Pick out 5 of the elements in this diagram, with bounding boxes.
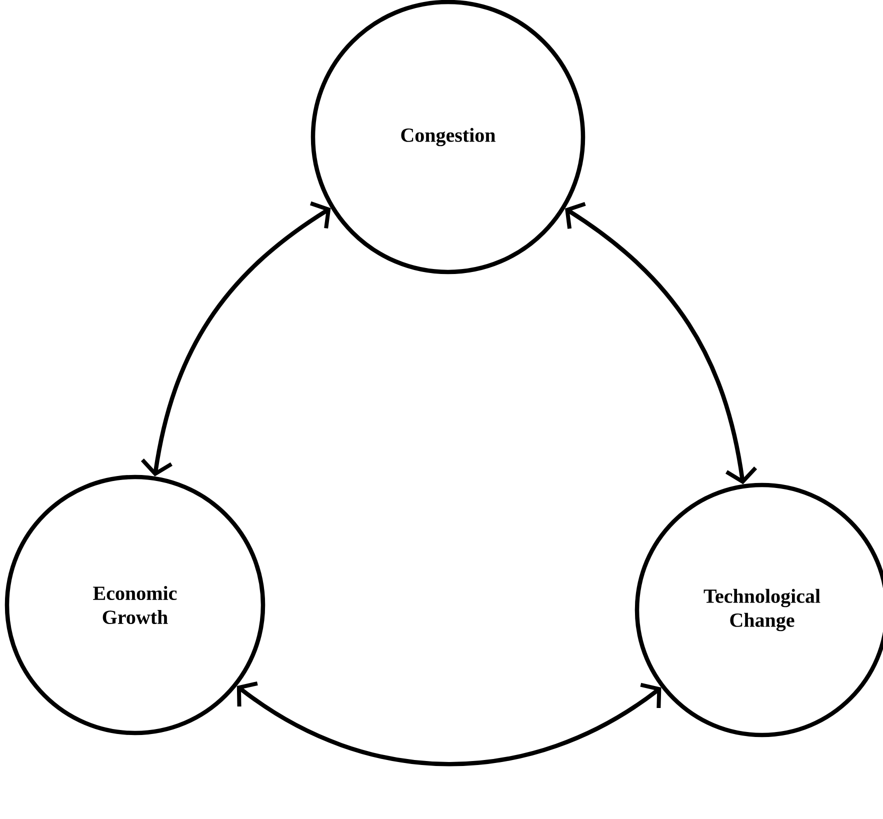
curved-arrow — [565, 202, 758, 484]
circle-node: Congestion — [310, 0, 586, 274]
curved-arrow — [236, 681, 662, 766]
circle-node: Economic Growth — [4, 474, 266, 736]
curved-arrow — [140, 201, 331, 476]
